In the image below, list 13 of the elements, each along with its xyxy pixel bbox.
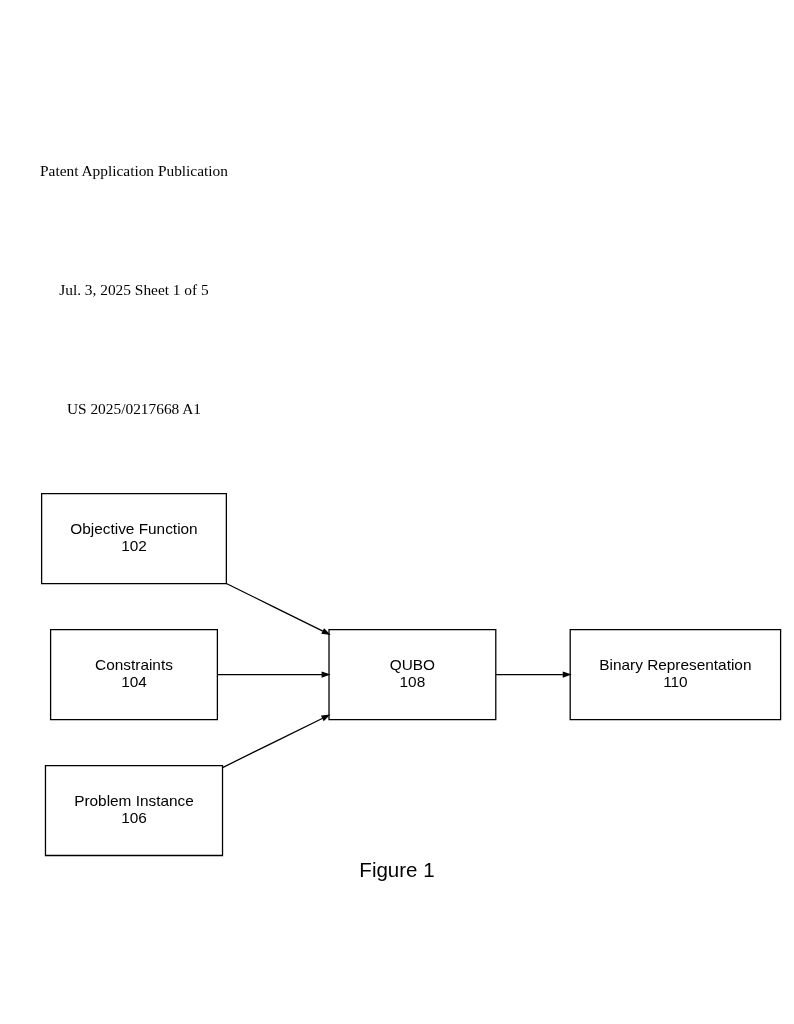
arrow bbox=[217, 671, 331, 678]
arrow bbox=[495, 671, 572, 678]
node-box: Objective Function 102 bbox=[41, 493, 227, 585]
arrow bbox=[221, 714, 331, 769]
label: Jul. 3, 2025 Sheet 1 of 5 bbox=[59, 280, 209, 298]
node-box: Constraints 104 bbox=[49, 629, 219, 721]
node-box: Binary Representation 110 bbox=[569, 629, 782, 721]
node-box: Problem Instance 106 bbox=[44, 765, 224, 857]
label: US 2025/0217668 A1 bbox=[66, 400, 202, 418]
arrow bbox=[225, 582, 331, 635]
node-box: QUBO 108 bbox=[328, 629, 497, 721]
caption: Figure 1 bbox=[359, 858, 435, 882]
label: Patent Application Publication bbox=[40, 161, 228, 179]
